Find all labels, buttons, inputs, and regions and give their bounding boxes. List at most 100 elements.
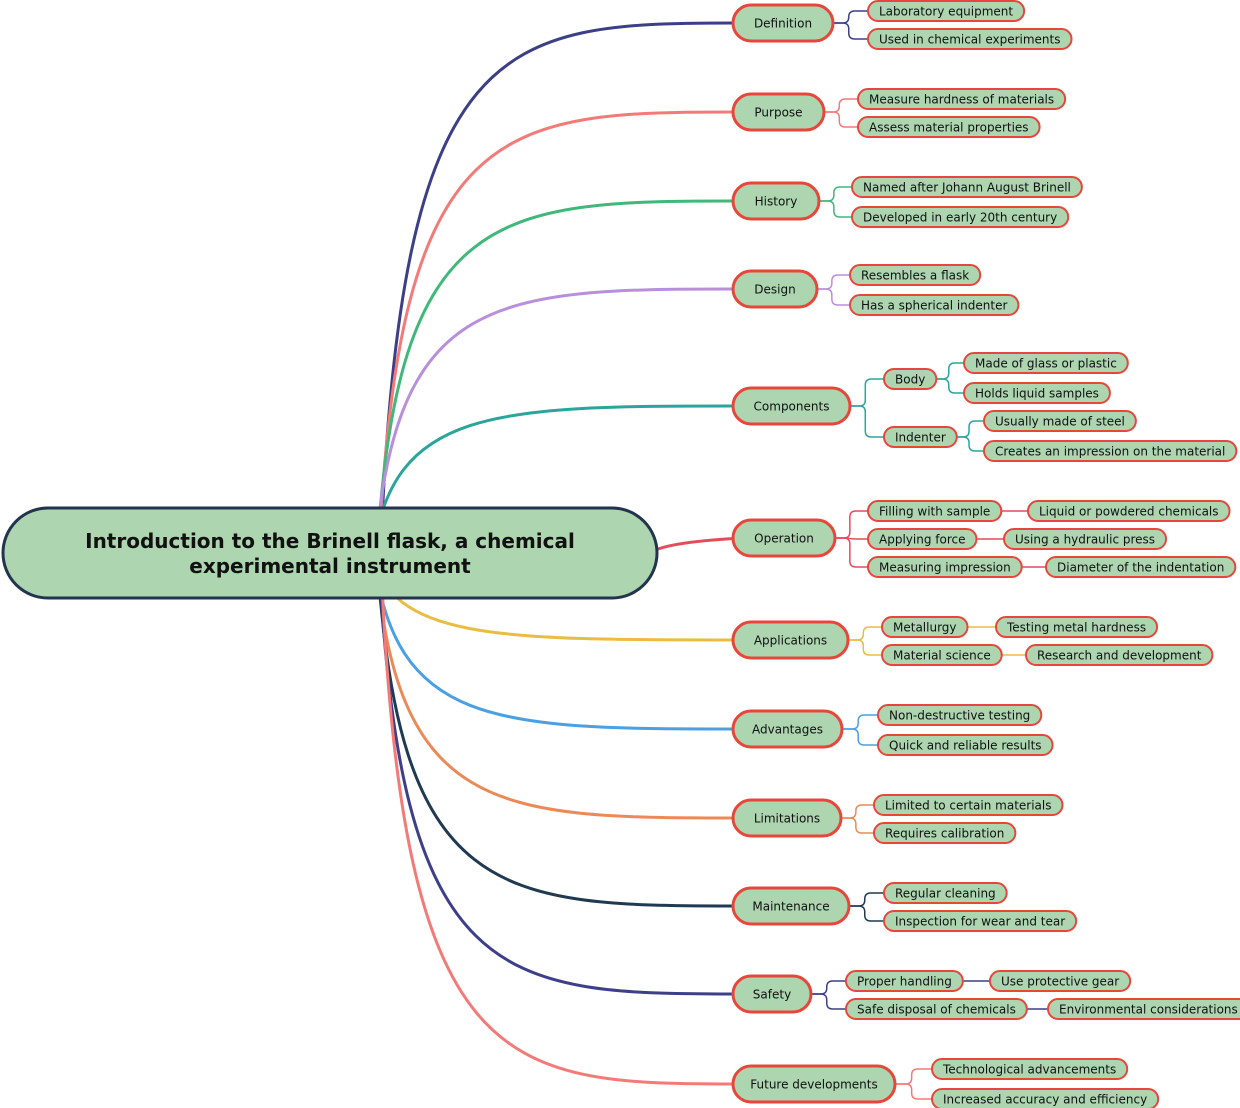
subtopic-liquid-or-powdered-chemicals[interactable]: Liquid or powdered chemicals: [1027, 500, 1231, 522]
topic-safe-disposal-of-chemicals[interactable]: Safe disposal of chemicals: [845, 998, 1028, 1020]
topic-named-after-johann-august-brinell[interactable]: Named after Johann August Brinell: [851, 176, 1083, 198]
subtopic-testing-metal-hardness[interactable]: Testing metal hardness: [995, 616, 1159, 638]
topic-material-science[interactable]: Material science: [881, 644, 1003, 666]
topic-proper-handling[interactable]: Proper handling: [845, 970, 964, 992]
topic-body[interactable]: Body: [883, 368, 938, 390]
connector-increased-accuracy-and-efficiency: [894, 1083, 933, 1100]
connector-body: [849, 378, 885, 407]
topic-non-destructive-testing[interactable]: Non-destructive testing: [877, 704, 1043, 726]
topic-regular-cleaning[interactable]: Regular cleaning: [883, 882, 1008, 904]
connector-proper-handling: [810, 980, 847, 995]
subtopic-environmental-considerations[interactable]: Environmental considerations: [1047, 998, 1240, 1020]
connector-limitations: [373, 551, 735, 820]
topic-filling-with-sample-label: Filling with sample: [879, 504, 990, 518]
topic-developed-in-early-20th-century-box: [851, 206, 1070, 228]
branch-definition[interactable]: Definition: [731, 3, 835, 43]
subtopic-creates-an-impression-on-the-material[interactable]: Creates an impression on the material: [983, 440, 1238, 462]
topic-assess-material-properties[interactable]: Assess material properties: [857, 116, 1041, 138]
branch-limitations[interactable]: Limitations: [731, 798, 843, 838]
branch-design[interactable]: Design: [731, 269, 819, 309]
topic-indenter[interactable]: Indenter: [883, 426, 958, 448]
connector-components: [371, 404, 735, 555]
topic-laboratory-equipment[interactable]: Laboratory equipment: [867, 0, 1026, 22]
branch-safety-box: [731, 974, 813, 1014]
topic-inspection-for-wear-and-tear-box: [883, 910, 1078, 932]
branch-maintenance[interactable]: Maintenance: [731, 886, 851, 926]
topic-regular-cleaning-label: Regular cleaning: [895, 886, 996, 900]
branch-operation-box: [731, 518, 837, 558]
topic-measuring-impression[interactable]: Measuring impression: [867, 556, 1023, 578]
branch-operation[interactable]: Operation: [731, 518, 837, 558]
topic-safe-disposal-of-chemicals-box: [845, 998, 1028, 1020]
branch-future-developments[interactable]: Future developments: [731, 1064, 897, 1104]
connector-safety: [377, 551, 735, 996]
connector-safe-disposal-of-chemicals: [810, 993, 847, 1010]
subtopic-research-and-development[interactable]: Research and development: [1025, 644, 1214, 666]
subtopic-diameter-of-the-indentation-box: [1045, 556, 1237, 578]
connector-technological-advancements: [894, 1068, 933, 1085]
connector-design: [373, 287, 735, 555]
topic-named-after-johann-august-brinell-label: Named after Johann August Brinell: [863, 180, 1071, 194]
subtopic-use-protective-gear[interactable]: Use protective gear: [989, 970, 1132, 992]
topic-inspection-for-wear-and-tear[interactable]: Inspection for wear and tear: [883, 910, 1078, 932]
topic-has-a-spherical-indenter[interactable]: Has a spherical indenter: [849, 294, 1020, 316]
subtopic-holds-liquid-samples-box: [963, 382, 1111, 404]
subtopic-diameter-of-the-indentation[interactable]: Diameter of the indentation: [1045, 556, 1237, 578]
topic-indenter-box: [883, 426, 958, 448]
connector-holds-liquid-samples: [935, 378, 965, 394]
topic-resembles-a-flask[interactable]: Resembles a flask: [849, 264, 982, 286]
connector-purpose: [377, 110, 735, 555]
connector-filling-with-sample: [834, 510, 869, 539]
root-node[interactable]: Introduction to the Brinell flask, a che…: [1, 506, 659, 600]
connector-requires-calibration: [840, 817, 875, 834]
topic-technological-advancements-label: Technological advancements: [942, 1062, 1116, 1076]
topic-has-a-spherical-indenter-box: [849, 294, 1020, 316]
branch-definition-label: Definition: [754, 16, 812, 30]
subtopic-usually-made-of-steel[interactable]: Usually made of steel: [983, 410, 1137, 432]
topic-laboratory-equipment-box: [867, 0, 1026, 22]
topic-limited-to-certain-materials[interactable]: Limited to certain materials: [873, 794, 1064, 816]
topic-inspection-for-wear-and-tear-label: Inspection for wear and tear: [895, 914, 1065, 928]
branch-purpose[interactable]: Purpose: [731, 92, 826, 132]
branch-applications[interactable]: Applications: [731, 620, 850, 660]
topic-regular-cleaning-box: [883, 882, 1008, 904]
topic-applying-force[interactable]: Applying force: [867, 528, 978, 550]
topic-developed-in-early-20th-century[interactable]: Developed in early 20th century: [851, 206, 1070, 228]
topic-requires-calibration-label: Requires calibration: [885, 826, 1004, 840]
topic-technological-advancements[interactable]: Technological advancements: [931, 1058, 1129, 1080]
subtopic-using-a-hydraulic-press[interactable]: Using a hydraulic press: [1003, 528, 1168, 550]
topic-filling-with-sample[interactable]: Filling with sample: [867, 500, 1003, 522]
topic-non-destructive-testing-label: Non-destructive testing: [889, 708, 1030, 722]
topic-measuring-impression-box: [867, 556, 1023, 578]
topic-body-box: [883, 368, 938, 390]
branch-history-label: History: [755, 194, 798, 208]
branch-safety[interactable]: Safety: [731, 974, 813, 1014]
subtopic-liquid-or-powdered-chemicals-box: [1027, 500, 1231, 522]
connector-creates-an-impression-on-the-material: [956, 436, 985, 452]
topic-material-science-label: Material science: [893, 648, 991, 662]
subtopic-testing-metal-hardness-label: Testing metal hardness: [1006, 620, 1146, 634]
connector-limited-to-certain-materials: [840, 804, 875, 819]
connector-metallurgy: [847, 626, 883, 641]
branch-purpose-label: Purpose: [754, 105, 802, 119]
topic-requires-calibration[interactable]: Requires calibration: [873, 822, 1017, 844]
topic-filling-with-sample-box: [867, 500, 1003, 522]
subtopic-holds-liquid-samples[interactable]: Holds liquid samples: [963, 382, 1111, 404]
connector-measuring-impression: [834, 537, 869, 568]
topic-metallurgy[interactable]: Metallurgy: [881, 616, 969, 638]
topic-used-in-chemical-experiments-box: [867, 28, 1073, 50]
topic-measure-hardness-of-materials[interactable]: Measure hardness of materials: [857, 88, 1067, 110]
topic-measure-hardness-of-materials-box: [857, 88, 1067, 110]
topic-increased-accuracy-and-efficiency[interactable]: Increased accuracy and efficiency: [931, 1088, 1160, 1108]
subtopic-usually-made-of-steel-label: Usually made of steel: [995, 414, 1125, 428]
subtopic-made-of-glass-or-plastic[interactable]: Made of glass or plastic: [963, 352, 1129, 374]
root-title-line-1: Introduction to the Brinell flask, a che…: [85, 529, 575, 553]
topic-used-in-chemical-experiments[interactable]: Used in chemical experiments: [867, 28, 1073, 50]
topic-quick-and-reliable-results[interactable]: Quick and reliable results: [877, 734, 1054, 756]
connector-named-after-johann-august-brinell: [818, 186, 853, 202]
branch-advantages[interactable]: Advantages: [731, 709, 844, 749]
branch-components[interactable]: Components: [731, 386, 852, 426]
topic-measure-hardness-of-materials-label: Measure hardness of materials: [869, 92, 1054, 106]
branch-history[interactable]: History: [731, 181, 821, 221]
